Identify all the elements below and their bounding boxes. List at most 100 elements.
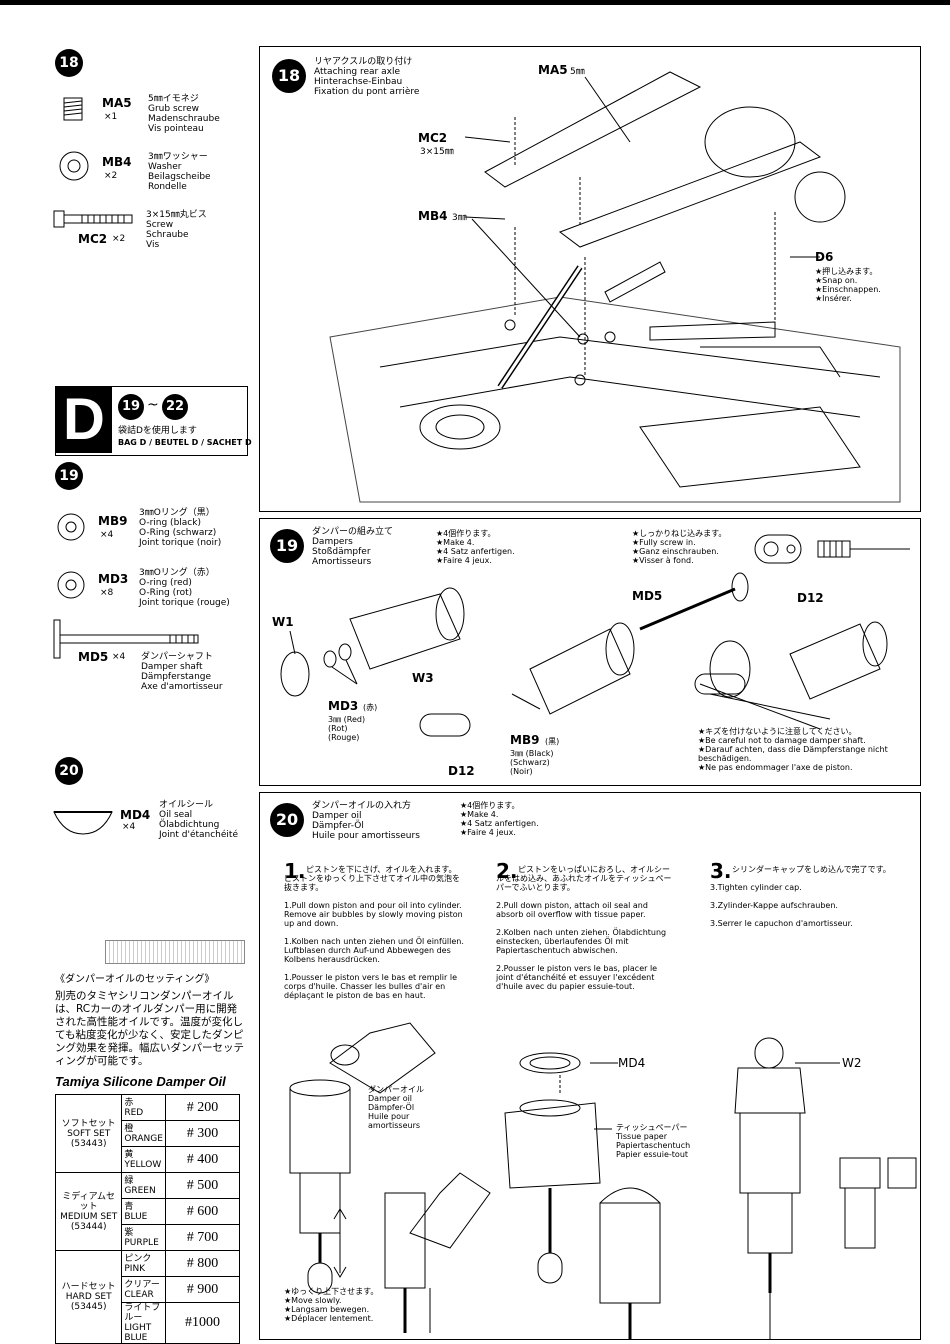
- step-19-title: ダンパーの組み立て Dampers Stoßdämpfer Amortisseu…: [312, 527, 394, 567]
- grub-screw-icon: [63, 97, 83, 121]
- callout-mb9: MB9: [510, 733, 540, 747]
- callout-mb9-desc: 3㎜ (Black) (Schwarz) (Noir): [510, 749, 554, 776]
- oil-seal-icon: [53, 811, 113, 835]
- callout-mc2: MC2: [418, 131, 448, 145]
- shaft-care-note: ★キズを付けないように注意してください。 ★Be careful not to …: [698, 727, 888, 772]
- oil-brand-title: Tamiya Silicone Damper Oil: [55, 1074, 226, 1089]
- oil-viscosity: # 700: [164, 1224, 241, 1251]
- o-ring-black-icon: [57, 513, 85, 541]
- step-number-18-panel: 18: [272, 59, 306, 93]
- damper-oil-filling-drawing: [289, 1022, 917, 1339]
- callout-md3-color: (赤): [363, 703, 378, 712]
- bag-letter: D: [56, 387, 112, 453]
- part-qty-mc2: ×2: [112, 234, 126, 244]
- step-18-title: リヤアクスルの取り付け Attaching rear axle Hinterac…: [314, 57, 420, 97]
- part-code-md3: MD3: [98, 572, 129, 586]
- callout-md4: MD4: [618, 1056, 646, 1070]
- part-code-md4: MD4: [120, 808, 151, 822]
- part-desc-md3: 3㎜Oリング（赤） O-ring (red) O-Ring (rot) Join…: [139, 568, 230, 608]
- oil-set-name: ソフトセット SOFT SET (53443): [54, 1094, 123, 1173]
- part-code-mc2: MC2: [78, 232, 108, 246]
- oil-note-body: 別売のタミヤシリコンダンパーオイルは、RCカーのオイルダンパー用に開発された高性…: [55, 990, 244, 1067]
- callout-mc2-size: 3×15㎜: [420, 147, 454, 157]
- oil-viscosity: # 800: [164, 1250, 241, 1277]
- callout-ma5: MA5: [538, 63, 568, 77]
- oil-note-heading: 《ダンパーオイルのセッティング》: [55, 974, 215, 985]
- step-number-18: 18: [55, 49, 83, 77]
- instruction-1-text: ピストンを下にさげ、オイルを入れます。ピストンをゆっくり上下させてオイル中の気泡…: [284, 865, 464, 1000]
- washer-icon: [59, 151, 89, 181]
- callout-d12-top: D12: [797, 591, 824, 605]
- o-ring-red-icon: [57, 571, 85, 599]
- callout-w3: W3: [412, 671, 434, 685]
- part-qty-md3: ×8: [100, 588, 114, 598]
- screw-icon: [53, 210, 133, 228]
- step-20-panel: 20 ダンパーオイルの入れ方 Damper oil Dämpfer-Öl Hui…: [259, 792, 921, 1340]
- oil-viscosity: # 600: [164, 1198, 241, 1225]
- bag-instruction-jp: 袋詰Dを使用します: [118, 426, 197, 436]
- callout-mb4: MB4: [418, 209, 448, 223]
- oil-table-row: ソフトセット SOFT SET (53443)赤 RED# 200: [54, 1094, 241, 1173]
- part-qty-ma5: ×1: [104, 112, 118, 122]
- instruction-3-text: シリンダーキャップをしめ込んで完了です。 3.Tighten cylinder …: [710, 865, 891, 928]
- callout-mb4-size: 3㎜: [452, 213, 467, 223]
- bag-label: BAG D / BEUTEL D / SACHET D: [118, 438, 252, 447]
- instruction-2-text: ピストンをいっぱいにおろし、オイルシールをはめ込み、あふれたオイルをティッシュペ…: [496, 865, 672, 991]
- step-20-make-note: ★4個作ります。 ★Make 4. ★4 Satz anfertigen. ★F…: [460, 801, 539, 837]
- oil-viscosity: #1000: [164, 1302, 241, 1344]
- oil-color: クリアー CLEAR: [121, 1276, 166, 1303]
- oil-viscosity: # 400: [164, 1146, 241, 1173]
- damper-assembly-drawing: [280, 534, 910, 737]
- oil-color: 紫 PURPLE: [121, 1224, 166, 1251]
- oil-set-name: ハードセット HARD SET (53445): [54, 1250, 123, 1344]
- oil-viscosity: # 200: [164, 1094, 241, 1121]
- oil-table-row: ライトブルー LIGHT BLUE#1000: [56, 1302, 241, 1344]
- oil-table-row: 橙 ORANGE# 300: [56, 1120, 241, 1147]
- part-qty-mb4: ×2: [104, 171, 118, 181]
- oil-table-row: ミディアムセット MEDIUM SET (53444)緑 GREEN# 500: [54, 1172, 241, 1251]
- part-qty-mb9: ×4: [100, 530, 114, 540]
- part-code-mb4: MB4: [102, 155, 132, 169]
- step-range-start: 19: [118, 394, 144, 420]
- part-desc-md4: オイルシール Oil seal Ölabdichtung Joint d'éta…: [159, 800, 238, 840]
- step-20-title: ダンパーオイルの入れ方 Damper oil Dämpfer-Öl Huile …: [312, 801, 420, 841]
- part-desc-ma5: 5㎜イモネジ Grub screw Madenschraube Vis poin…: [148, 94, 220, 134]
- oil-color: 緑 GREEN: [121, 1172, 166, 1199]
- rear-axle-assembly-drawing: [329, 71, 901, 503]
- part-qty-md4: ×4: [122, 822, 136, 832]
- oil-table-row: ハードセット HARD SET (53445)ピンク PINK# 800: [54, 1250, 241, 1344]
- d6-note: ★押し込みます。 ★Snap on. ★Einschnappen. ★Insér…: [815, 267, 881, 303]
- callout-d6: D6: [815, 250, 834, 264]
- oil-viscosity: # 900: [164, 1276, 241, 1303]
- part-desc-mc2: 3×15㎜丸ビス Screw Schraube Vis: [146, 210, 207, 250]
- oil-table-row: 紫 PURPLE# 700: [56, 1224, 241, 1251]
- step-19-panel: 19 ダンパーの組み立て Dampers Stoßdämpfer Amortis…: [259, 518, 921, 786]
- part-desc-mb4: 3㎜ワッシャー Washer Beilagscheibe Rondelle: [148, 152, 211, 192]
- oil-color: ピンク PINK: [121, 1250, 166, 1277]
- instruction-3-number: 3.: [710, 859, 732, 883]
- step-19-make-note: ★4個作ります。 ★Make 4. ★4 Satz anfertigen. ★F…: [436, 529, 515, 565]
- bag-d-box: [55, 386, 248, 456]
- oil-note-banner: [105, 940, 245, 964]
- part-desc-mb9: 3㎜Oリング（黒） O-ring (black) O-Ring (schwarz…: [139, 508, 222, 548]
- oil-viscosity: # 500: [164, 1172, 241, 1199]
- step-number-20-parts: 20: [55, 757, 83, 785]
- callout-md5: MD5: [632, 589, 663, 603]
- oil-table-row: 黄 YELLOW# 400: [56, 1146, 241, 1173]
- step-number-20-panel: 20: [270, 803, 304, 837]
- oil-color: 青 BLUE: [121, 1198, 166, 1225]
- oil-table-row: 青 BLUE# 600: [56, 1198, 241, 1225]
- callout-md3-desc: 3㎜ (Red) (Rot) (Rouge): [328, 715, 366, 742]
- instruction-2-number: 2.: [496, 859, 518, 883]
- step-range-end: 22: [162, 394, 188, 420]
- tissue-paper-label: ティッシュペーパー Tissue paper Papiertaschentuch…: [616, 1123, 691, 1159]
- damper-oil-label: ダンパーオイル Damper oil Dämpfer-Öl Huile pour…: [368, 1085, 424, 1130]
- step-number-19-panel: 19: [270, 529, 304, 563]
- oil-viscosity: # 300: [164, 1120, 241, 1147]
- step-number-19-parts: 19: [55, 462, 83, 490]
- oil-color: 橙 ORANGE: [121, 1120, 166, 1147]
- oil-set-name: ミディアムセット MEDIUM SET (53444): [54, 1172, 123, 1251]
- part-desc-md5: ダンパーシャフト Damper shaft Dämpferstange Axe …: [141, 652, 223, 692]
- part-code-md5: MD5: [78, 650, 109, 664]
